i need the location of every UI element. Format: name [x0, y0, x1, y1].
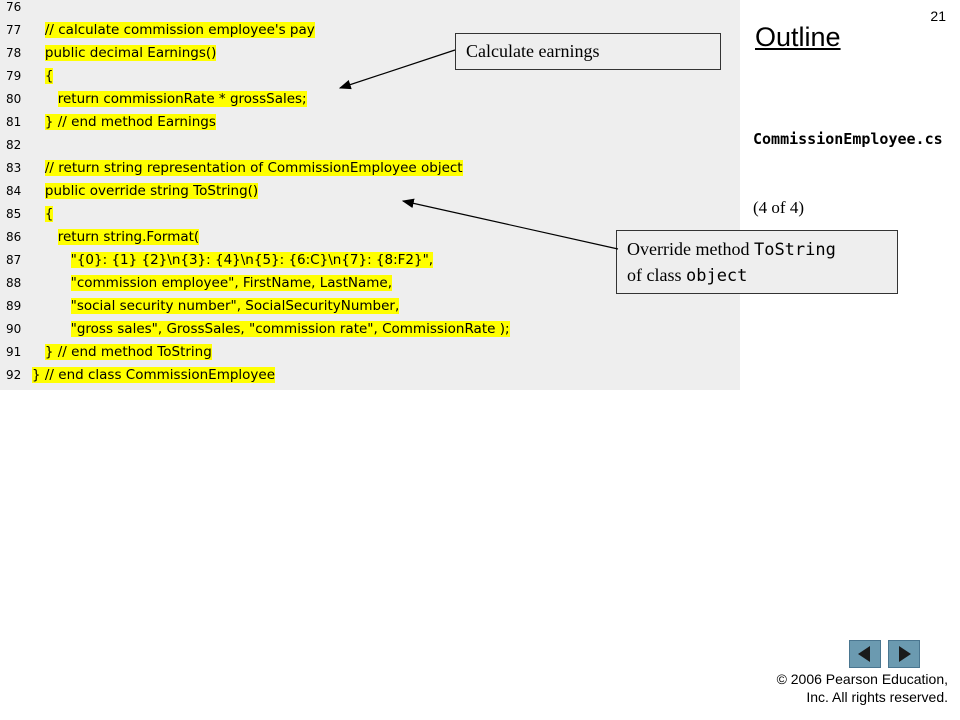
- code-text: } // end method Earnings: [44, 114, 216, 130]
- page-range: (4 of 4): [753, 198, 804, 217]
- page-number: 21: [930, 8, 946, 24]
- code-line: 76: [0, 0, 740, 19]
- callout-tostring-method: ToString: [753, 240, 836, 260]
- code-line: 91 } // end method ToString: [0, 341, 740, 364]
- line-number: 90: [6, 322, 22, 336]
- line-number: 81: [6, 115, 22, 129]
- code-line: 89 "social security number", SocialSecur…: [0, 295, 740, 318]
- code-text: return string.Format(: [57, 229, 200, 245]
- line-number: 79: [6, 69, 22, 83]
- source-filename: CommissionEmployee.cs: [753, 130, 943, 148]
- line-number: 88: [6, 276, 22, 290]
- callout-tostring-mid: of class: [627, 265, 686, 285]
- code-text: "social security number", SocialSecurity…: [70, 298, 400, 314]
- code-text: "gross sales", GrossSales, "commission r…: [70, 321, 510, 337]
- left-triangle-icon: [858, 646, 870, 662]
- copyright-line2: Inc. All rights reserved.: [806, 689, 948, 705]
- code-line: 92 } // end class CommissionEmployee: [0, 364, 740, 387]
- line-number: 89: [6, 299, 22, 313]
- previous-slide-button[interactable]: [849, 640, 881, 668]
- line-number: 83: [6, 161, 22, 175]
- line-number: 82: [6, 138, 22, 152]
- line-number: 85: [6, 207, 22, 221]
- code-text: "commission employee", FirstName, LastNa…: [70, 275, 392, 291]
- code-line: 81 } // end method Earnings: [0, 111, 740, 134]
- callout-calculate-earnings: Calculate earnings: [455, 33, 721, 70]
- code-line: 86 return string.Format(: [0, 226, 740, 249]
- outline-title: Outline: [755, 22, 841, 52]
- line-number: 91: [6, 345, 22, 359]
- callout-tostring-class: object: [685, 266, 748, 286]
- next-slide-button[interactable]: [888, 640, 920, 668]
- code-line: 87 "{0}: {1} {2}\n{3}: {4}\n{5}: {6:C}\n…: [0, 249, 740, 272]
- code-text: // return string representation of Commi…: [44, 160, 463, 176]
- code-text: "{0}: {1} {2}\n{3}: {4}\n{5}: {6:C}\n{7}…: [70, 252, 434, 268]
- code-line: 84 public override string ToString(): [0, 180, 740, 203]
- code-line: 79 {: [0, 65, 740, 88]
- copyright: © 2006 Pearson Education, Inc. All right…: [728, 670, 948, 706]
- code-line: 80 return commissionRate * grossSales;: [0, 88, 740, 111]
- line-number: 77: [6, 23, 22, 37]
- code-line: 77 // calculate commission employee's pa…: [0, 19, 740, 42]
- code-line: 85 {: [0, 203, 740, 226]
- callout-earnings-text: Calculate earnings: [466, 41, 600, 61]
- line-number: 80: [6, 92, 22, 106]
- code-text: {: [44, 206, 54, 222]
- line-number: 76: [6, 0, 22, 14]
- right-triangle-icon: [899, 646, 911, 662]
- code-text: return commissionRate * grossSales;: [57, 91, 307, 107]
- code-line: 78 public decimal Earnings(): [0, 42, 740, 65]
- code-line: 82: [0, 134, 740, 157]
- code-line: 88 "commission employee", FirstName, Las…: [0, 272, 740, 295]
- line-number: 84: [6, 184, 22, 198]
- code-line: 83 // return string representation of Co…: [0, 157, 740, 180]
- callout-tostring-line1: Override method ToString: [627, 236, 836, 263]
- line-number: 78: [6, 46, 22, 60]
- callout-override-tostring: Override method ToString of class object: [616, 230, 898, 294]
- copyright-line1: © 2006 Pearson Education,: [776, 671, 948, 687]
- line-number: 92: [6, 368, 22, 382]
- code-text: {: [44, 68, 54, 84]
- code-text: public decimal Earnings(): [44, 45, 217, 61]
- line-number: 87: [6, 253, 22, 267]
- callout-tostring-line2: of class object: [627, 262, 747, 289]
- code-text: // calculate commission employee's pay: [44, 22, 315, 38]
- code-text: public override string ToString(): [44, 183, 259, 199]
- line-number: 86: [6, 230, 22, 244]
- code-text: } // end class CommissionEmployee: [32, 367, 276, 383]
- callout-tostring-prefix: Override method: [627, 239, 754, 259]
- code-text: } // end method ToString: [44, 344, 212, 360]
- code-line: 90 "gross sales", GrossSales, "commissio…: [0, 318, 740, 341]
